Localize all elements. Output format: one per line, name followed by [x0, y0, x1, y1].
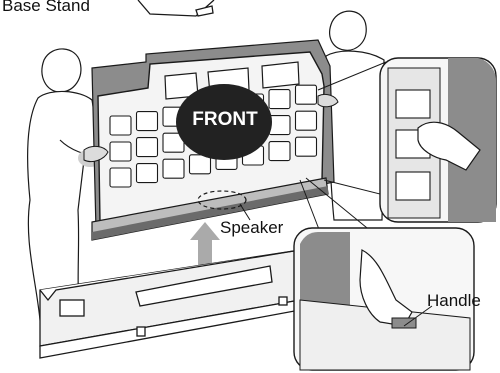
packing-box	[40, 250, 300, 358]
handle-label: Handle	[427, 292, 481, 309]
person-right-figure	[326, 11, 384, 220]
panel-cutout	[137, 112, 158, 131]
panel-cutout	[296, 137, 317, 156]
panel-cutout	[296, 85, 317, 104]
speaker-label: Speaker	[220, 219, 283, 236]
panel-cutout	[137, 164, 158, 183]
panel-cutout	[296, 111, 317, 130]
panel-cutout	[137, 138, 158, 157]
front-label: FRONT	[177, 110, 273, 129]
panel-cutout	[110, 116, 131, 135]
panel-cutout	[269, 142, 290, 161]
person-left-figure	[28, 49, 100, 320]
panel-cutout	[269, 90, 290, 109]
grip-inset	[380, 58, 496, 222]
base-stand-partial	[138, 0, 214, 16]
panel-cutout	[110, 142, 131, 161]
base-stand-label: Base Stand	[2, 0, 90, 14]
panel-cutout	[190, 155, 211, 174]
panel-cutout	[110, 168, 131, 187]
panel-cutout	[163, 159, 184, 178]
